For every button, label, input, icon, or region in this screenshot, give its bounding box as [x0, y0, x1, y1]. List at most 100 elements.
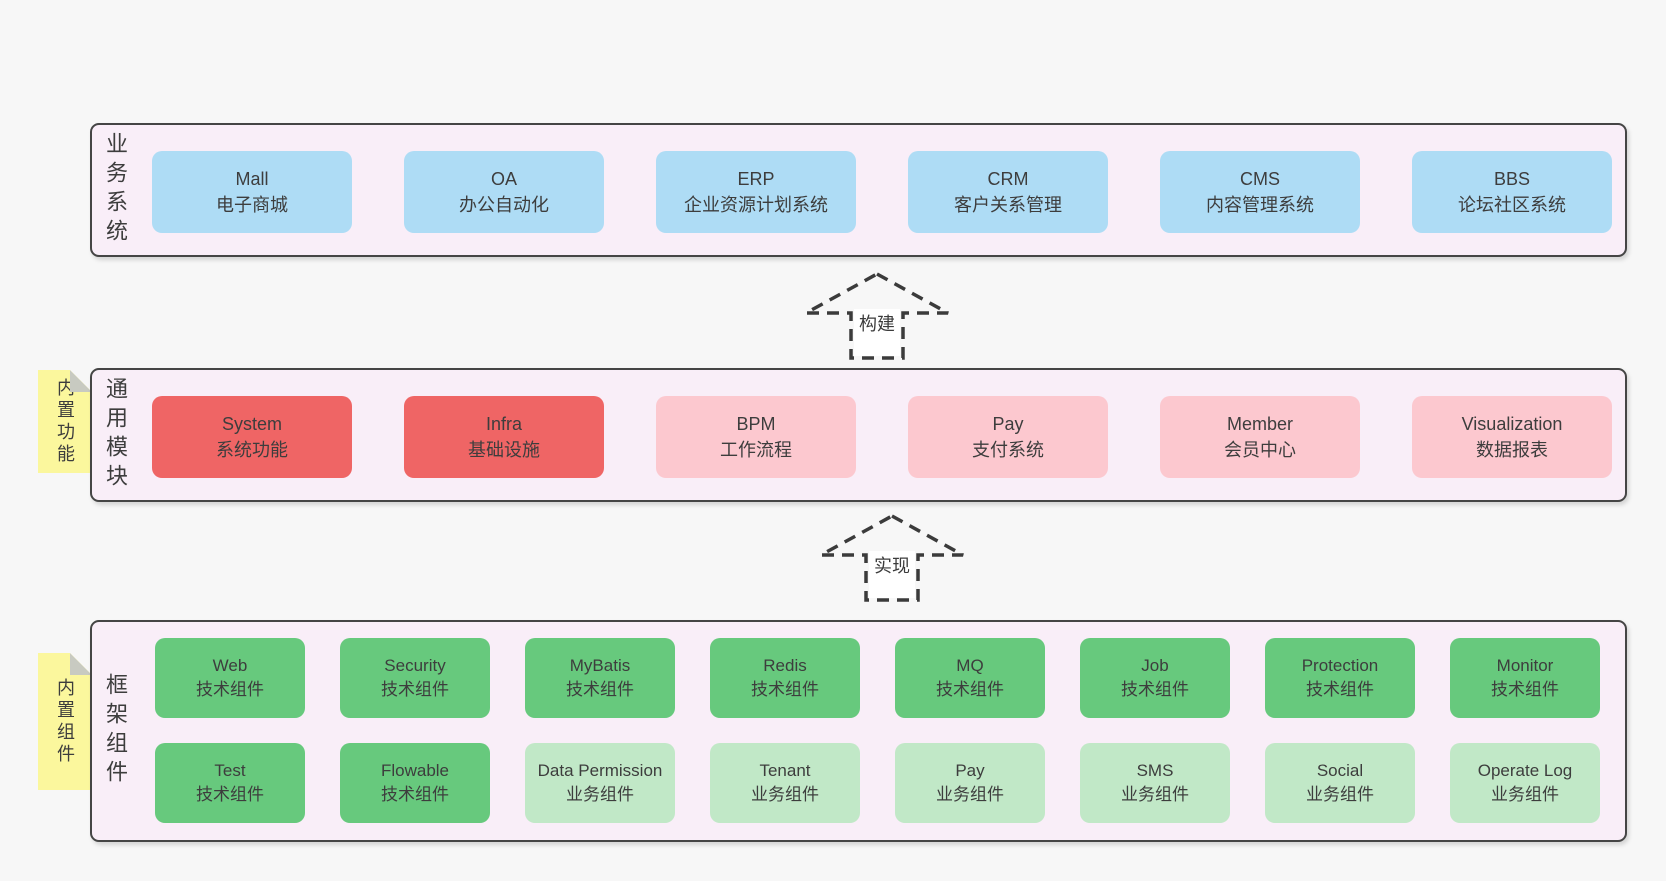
box-title: Social	[1316, 761, 1364, 780]
layer-label-business-text: 业务系统	[103, 132, 128, 248]
box-subtitle: 业务组件	[751, 785, 819, 804]
box-title: Protection	[1301, 656, 1379, 675]
box-subtitle: 技术组件	[1491, 680, 1559, 699]
arrow-implement-label: 实现	[874, 556, 910, 576]
box-subtitle: 基础设施	[468, 440, 540, 460]
box-job: Job 技术组件	[1080, 638, 1230, 718]
box-sms: SMS 业务组件	[1080, 743, 1230, 823]
business-box-row: Mall 电子商城 OA 办公自动化 ERP 企业资源计划系统 CRM 客户关系…	[152, 151, 1612, 233]
box-operate-log: Operate Log 业务组件	[1450, 743, 1600, 823]
box-title: MyBatis	[569, 656, 631, 675]
arrow-build-label: 构建	[859, 314, 895, 334]
box-title: Pay	[955, 761, 985, 780]
modules-box-row: System 系统功能 Infra 基础设施 BPM 工作流程 Pay 支付系统…	[152, 396, 1612, 478]
box-subtitle: 技术组件	[936, 680, 1004, 699]
box-subtitle: 技术组件	[1306, 680, 1374, 699]
box-title: Visualization	[1461, 414, 1563, 434]
box-subtitle: 电子商城	[216, 195, 288, 215]
box-pay-module: Pay 支付系统	[908, 396, 1108, 478]
layer-label-business: 业务系统	[103, 125, 128, 255]
box-title: Pay	[992, 414, 1024, 434]
layer-framework-components: 框架组件 Web 技术组件 Security 技术组件 MyBatis 技术组件…	[90, 620, 1627, 842]
box-subtitle: 业务组件	[1491, 785, 1559, 804]
box-subtitle: 技术组件	[566, 680, 634, 699]
box-protection: Protection 技术组件	[1265, 638, 1415, 718]
box-subtitle: 企业资源计划系统	[684, 195, 828, 215]
box-title: MQ	[956, 656, 984, 675]
box-subtitle: 技术组件	[1121, 680, 1189, 699]
box-crm: CRM 客户关系管理	[908, 151, 1108, 233]
box-title: CRM	[987, 169, 1029, 189]
box-title: Data Permission	[537, 761, 663, 780]
box-title: Flowable	[380, 761, 450, 780]
box-title: SMS	[1136, 761, 1174, 780]
box-mybatis: MyBatis 技术组件	[525, 638, 675, 718]
box-data-permission: Data Permission 业务组件	[525, 743, 675, 823]
box-subtitle: 业务组件	[566, 785, 634, 804]
box-security: Security 技术组件	[340, 638, 490, 718]
components-box-row-1: Web 技术组件 Security 技术组件 MyBatis 技术组件 Redi…	[155, 638, 1600, 718]
box-title: BBS	[1493, 169, 1531, 189]
box-pay-component: Pay 业务组件	[895, 743, 1045, 823]
box-infra: Infra 基础设施	[404, 396, 604, 478]
box-subtitle: 论坛社区系统	[1458, 195, 1566, 215]
box-subtitle: 技术组件	[381, 680, 449, 699]
box-subtitle: 业务组件	[936, 785, 1004, 804]
arrow-build: 构建	[805, 272, 949, 360]
box-title: CMS	[1240, 169, 1280, 189]
box-title: Monitor	[1496, 656, 1554, 675]
box-mq: MQ 技术组件	[895, 638, 1045, 718]
box-visualization: Visualization 数据报表	[1412, 396, 1612, 478]
box-bpm: BPM 工作流程	[656, 396, 856, 478]
sticky-note-builtin-functions-text: 内置功能	[55, 377, 75, 466]
box-subtitle: 系统功能	[216, 440, 288, 460]
box-title: Test	[214, 761, 246, 780]
box-subtitle: 内容管理系统	[1206, 195, 1314, 215]
layer-label-components-text: 框架组件	[103, 673, 128, 789]
sticky-note-builtin-components-text: 内置组件	[55, 677, 75, 766]
box-system: System 系统功能	[152, 396, 352, 478]
box-test: Test 技术组件	[155, 743, 305, 823]
box-subtitle: 办公自动化	[459, 195, 549, 215]
layer-label-modules: 通用模块	[103, 370, 128, 500]
box-tenant: Tenant 业务组件	[710, 743, 860, 823]
sticky-note-builtin-functions: 内置功能	[38, 370, 92, 473]
box-redis: Redis 技术组件	[710, 638, 860, 718]
box-social: Social 业务组件	[1265, 743, 1415, 823]
layer-common-modules: 通用模块 System 系统功能 Infra 基础设施 BPM 工作流程 Pay…	[90, 368, 1627, 502]
layer-business-systems: 业务系统 Mall 电子商城 OA 办公自动化 ERP 企业资源计划系统 CRM…	[90, 123, 1627, 257]
box-cms: CMS 内容管理系统	[1160, 151, 1360, 233]
arrow-implement: 实现	[820, 514, 964, 602]
box-subtitle: 支付系统	[972, 440, 1044, 460]
box-subtitle: 技术组件	[196, 680, 264, 699]
box-title: Tenant	[759, 761, 811, 780]
box-oa: OA 办公自动化	[404, 151, 604, 233]
box-subtitle: 会员中心	[1224, 440, 1296, 460]
box-title: Infra	[485, 414, 523, 434]
box-erp: ERP 企业资源计划系统	[656, 151, 856, 233]
box-monitor: Monitor 技术组件	[1450, 638, 1600, 718]
box-title: Mall	[235, 169, 269, 189]
box-bbs: BBS 论坛社区系统	[1412, 151, 1612, 233]
box-title: Redis	[763, 656, 807, 675]
layer-label-modules-text: 通用模块	[103, 377, 128, 493]
box-subtitle: 技术组件	[381, 785, 449, 804]
box-title: Member	[1226, 414, 1293, 434]
box-web: Web 技术组件	[155, 638, 305, 718]
box-title: Operate Log	[1477, 761, 1573, 780]
arrow-label-bg	[854, 309, 900, 356]
box-title: BPM	[736, 414, 776, 434]
box-title: Security	[384, 656, 446, 675]
box-subtitle: 客户关系管理	[954, 195, 1062, 215]
box-title: Web	[212, 656, 248, 675]
sticky-note-builtin-components: 内置组件	[38, 653, 92, 790]
box-title: System	[221, 414, 282, 434]
box-title: ERP	[737, 169, 775, 189]
box-title: OA	[490, 169, 517, 189]
box-subtitle: 业务组件	[1121, 785, 1189, 804]
box-subtitle: 业务组件	[1306, 785, 1374, 804]
arrow-label-bg	[869, 551, 915, 598]
box-member: Member 会员中心	[1160, 396, 1360, 478]
box-subtitle: 技术组件	[196, 785, 264, 804]
